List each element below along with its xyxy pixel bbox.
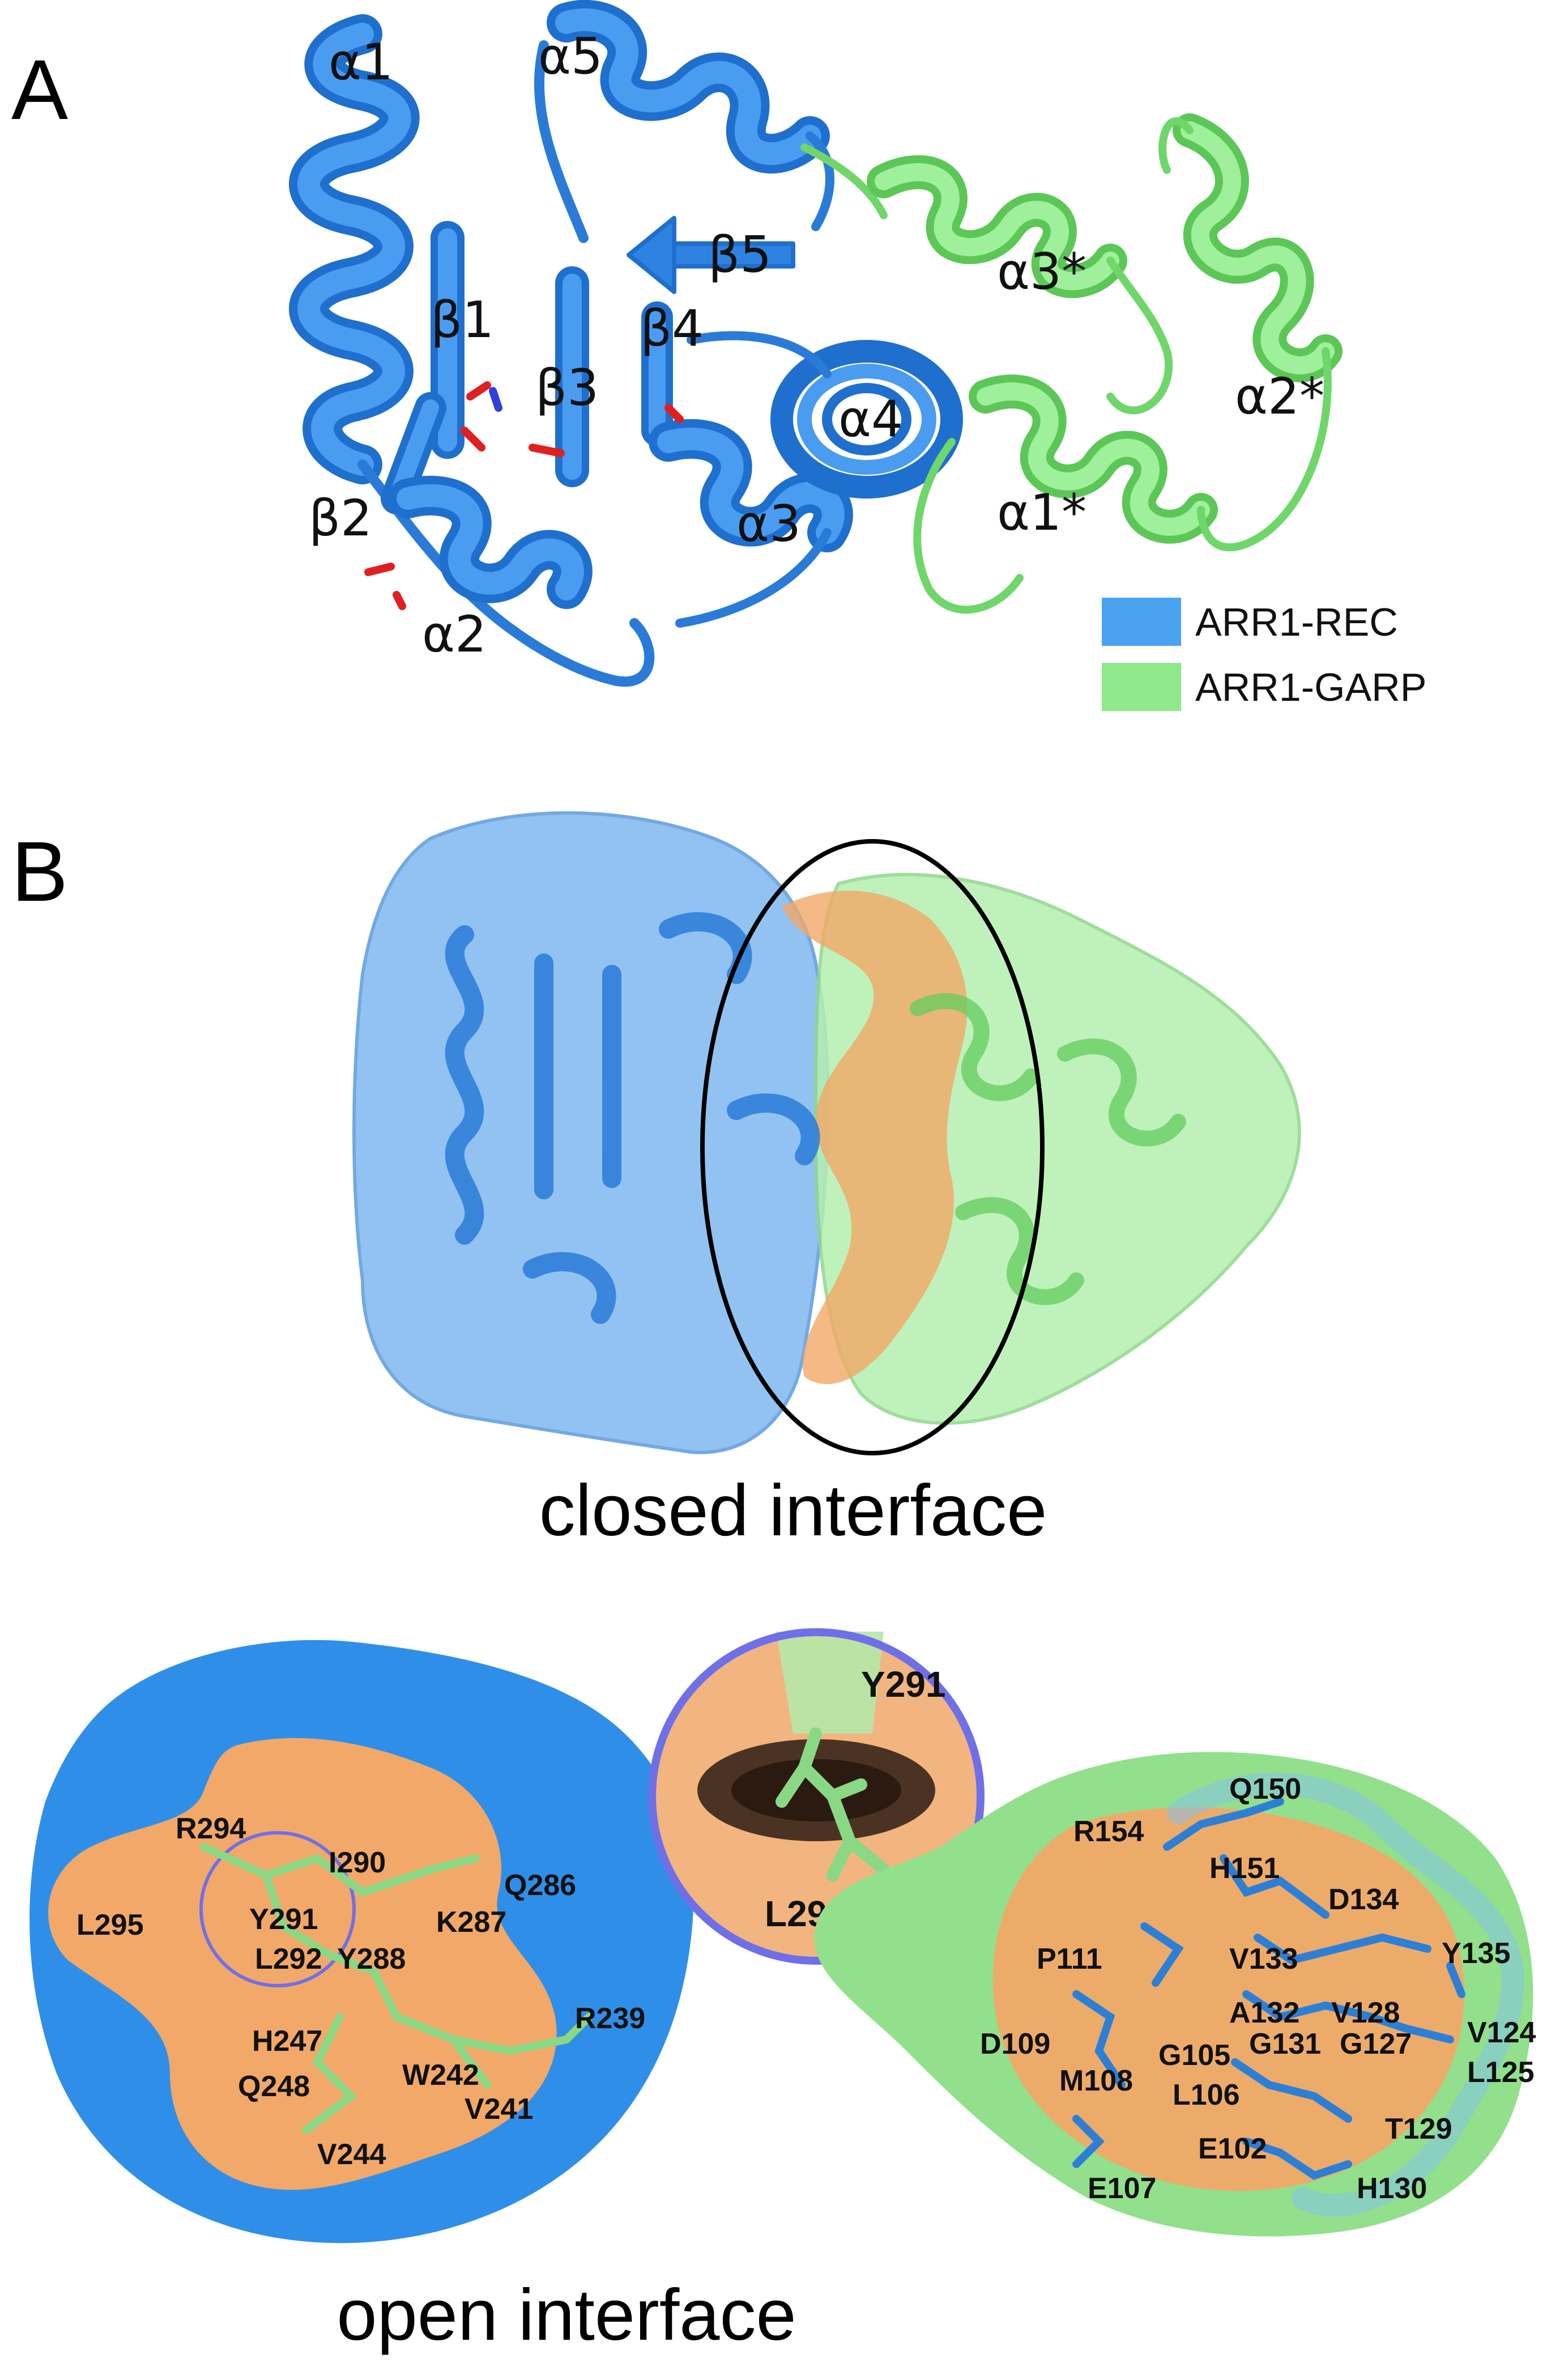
res-p111: P111 (1037, 1943, 1102, 1975)
res-r239: R239 (575, 2002, 645, 2035)
rec-domain-ribbon (289, 0, 963, 687)
res-r154: R154 (1073, 1815, 1144, 1848)
res-l106: L106 (1173, 2079, 1240, 2111)
label-alpha2: α2 (422, 605, 487, 663)
res-v124: V124 (1467, 2016, 1536, 2049)
res-g105: G105 (1158, 2039, 1230, 2072)
beta-strands (381, 221, 673, 514)
garp-domain-ribbon (800, 113, 1343, 614)
res-w242: W242 (402, 2059, 479, 2092)
res-e102: E102 (1198, 2132, 1267, 2165)
interface-ellipse (700, 839, 1045, 1455)
label-alpha2-star: α2* (1235, 367, 1324, 425)
inset-res-y291: Y291 (861, 1664, 945, 1705)
label-beta5: β5 (708, 225, 772, 284)
res-g131: G131 (1249, 2028, 1321, 2060)
inset-sticks (776, 1727, 890, 1881)
legend-label-rec: ARR1-REC (1195, 600, 1398, 644)
res-d134: D134 (1328, 1883, 1399, 1916)
rec-ribbon-ghost (1167, 1773, 1524, 2217)
garp-sticks-left (200, 1843, 593, 2134)
res-h247: H247 (252, 2025, 322, 2058)
legend-swatch-rec (1102, 598, 1181, 646)
helix-a2 (388, 475, 593, 609)
panel-b-letter: B (11, 824, 68, 919)
res-m108: M108 (1059, 2064, 1133, 2097)
res-g127: G127 (1340, 2028, 1412, 2060)
inset-pocket-inner (731, 1759, 901, 1821)
interface-patch-right (992, 1807, 1464, 2191)
inset-ribbon (776, 1632, 884, 1734)
label-beta2: β2 (309, 489, 372, 547)
helix-a4 (770, 340, 963, 499)
rec-surface-closed (352, 811, 830, 1454)
label-alpha1-star: α1* (997, 483, 1086, 542)
inset-ring (648, 1628, 985, 1965)
res-v133: V133 (1229, 1943, 1298, 1975)
res-r294: R294 (176, 1812, 246, 1845)
left-inset-marker (199, 1831, 356, 1987)
panel-a: A (11, 0, 1426, 711)
helix-a1 (289, 14, 420, 484)
helix-a2-star (1173, 113, 1343, 382)
res-k287: K287 (436, 1906, 506, 1939)
helix-a5 (547, 0, 830, 174)
left-residue-labels: R294 I290 Q286 L295 Y291 K287 L292 Y288 … (76, 1812, 645, 2171)
res-v241: V241 (465, 2093, 533, 2126)
helix-a3-star (867, 155, 1127, 299)
res-y288: Y288 (337, 1943, 406, 1975)
open-interface-left: R294 I290 Q286 L295 Y291 K287 L292 Y288 … (29, 1640, 693, 2243)
label-alpha5: α5 (538, 27, 603, 86)
active-site-sidechains (364, 381, 684, 610)
right-residue-labels: Q150 R154 H151 D134 P111 V133 Y135 A132 … (980, 1773, 1536, 2205)
label-alpha1: α1 (329, 33, 393, 91)
res-v128: V128 (1331, 1996, 1400, 2029)
beta-5-arrowhead (627, 216, 676, 294)
label-beta4: β4 (640, 299, 704, 357)
rec-sticks-right (1072, 1798, 1465, 2180)
helix-a1-star (969, 374, 1218, 544)
label-alpha4: α4 (838, 390, 903, 448)
res-e107: E107 (1088, 2172, 1156, 2205)
res-a132: A132 (1229, 1996, 1299, 2029)
label-alpha3-star: α3* (997, 242, 1086, 301)
legend-swatch-garp (1102, 663, 1181, 711)
res-l125: L125 (1467, 2056, 1535, 2089)
label-beta1: β1 (431, 291, 494, 349)
label-beta3: β3 (535, 359, 599, 417)
closed-interface-surface (352, 811, 1301, 1455)
legend: ARR1-REC ARR1-GARP (1102, 598, 1426, 711)
rec-ribbon-closed (445, 912, 820, 1324)
panel-b: B closed interface (11, 811, 1536, 2356)
interface-patch-left (48, 1738, 557, 2190)
open-interface-right: Q150 R154 H151 D134 P111 V133 Y135 A132 … (814, 1752, 1536, 2237)
res-h130: H130 (1357, 2172, 1427, 2205)
res-l292: L292 (255, 1943, 322, 1975)
res-y291: Y291 (249, 1903, 318, 1936)
res-i290: I290 (329, 1846, 386, 1879)
res-q150: Q150 (1229, 1773, 1301, 1806)
legend-label-garp: ARR1-GARP (1195, 665, 1426, 709)
garp-ribbon-closed (910, 993, 1186, 1305)
res-l295: L295 (76, 1909, 144, 1942)
open-interface-caption: open interface (336, 2275, 796, 2356)
res-h151: H151 (1209, 1852, 1280, 1885)
res-y135: Y135 (1442, 1937, 1510, 1970)
res-t129: T129 (1385, 2113, 1452, 2145)
res-d109: D109 (980, 2028, 1050, 2060)
helix-a3 (649, 419, 853, 552)
closed-interface-caption: closed interface (539, 1470, 1047, 1551)
res-v244: V244 (317, 2138, 386, 2171)
res-q248: Q248 (238, 2070, 310, 2103)
label-alpha3: α3 (736, 495, 801, 553)
res-q286: Q286 (504, 1869, 576, 1902)
panel-a-letter: A (11, 42, 68, 137)
